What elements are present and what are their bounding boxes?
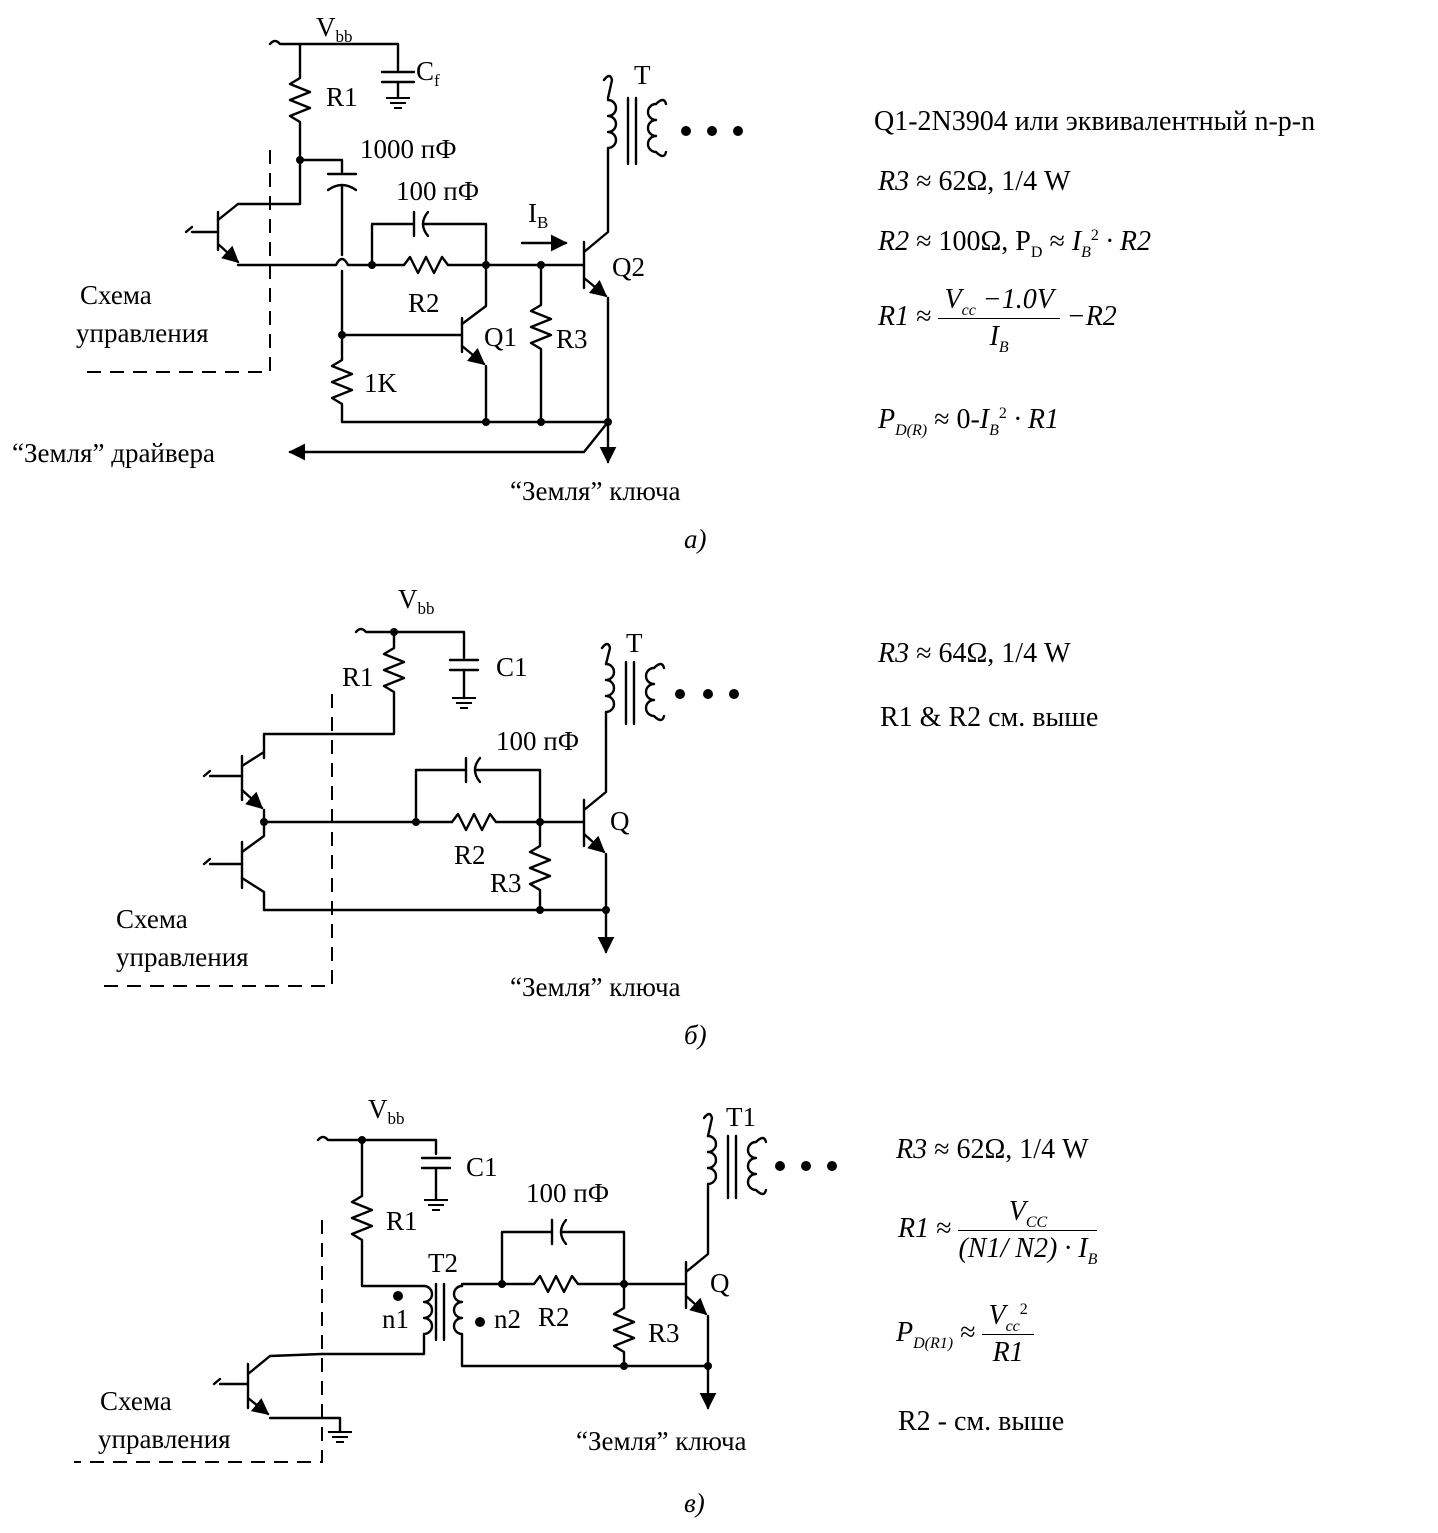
q1-label: Q1 <box>484 322 517 352</box>
r2-label-c: R2 <box>538 1302 570 1332</box>
r1-label-c: R1 <box>386 1206 418 1236</box>
switch-ground-label-c: “Земля” ключа <box>576 1426 747 1456</box>
formula-note-b: R1 & R2 см. выше <box>880 702 1099 733</box>
r2-resistor-c <box>500 1274 688 1294</box>
control-box-c <box>74 1220 323 1463</box>
r3-resistor-b <box>528 820 552 912</box>
vbb-label-b: Vbb <box>398 584 435 618</box>
driver-ground-label: “Земля” драйвера <box>12 438 215 468</box>
control-label-b-1: Схема <box>116 904 188 934</box>
caption-c: в) <box>684 1488 705 1518</box>
q2-label: Q2 <box>612 252 645 282</box>
t1-label: T1 <box>726 1102 756 1132</box>
c100-capacitor-c <box>500 1218 626 1286</box>
formula-r3-c: R3 ≈ 62Ω, 1/4 W <box>896 1134 1089 1165</box>
q-transistor-c <box>684 1194 710 1368</box>
driver-ground-arrow <box>288 420 610 461</box>
formula-pd-a: PD(R) ≈ 0-IB2 · R1 <box>878 404 1060 439</box>
t-label-b: T <box>626 628 643 658</box>
caption-a: а) <box>684 524 707 554</box>
r1-resistor-a <box>288 42 312 162</box>
r1-resistor-b <box>262 630 406 760</box>
circuit-c: Vbb C1 R1 T1 100 пФ T2 n1 n2 R2 Q R3 Схе… <box>74 1094 837 1518</box>
q-label-b: Q <box>610 806 630 836</box>
q1-transistor <box>340 263 488 424</box>
formula-note-c: R2 - см. выше <box>898 1406 1065 1437</box>
transformer-t1 <box>702 1112 837 1200</box>
r2-label-b: R2 <box>454 840 486 870</box>
r3-resistor-a <box>529 263 553 424</box>
control-label-a-2: управления <box>76 318 209 348</box>
c1000-capacitor <box>326 172 358 257</box>
r3-label-b: R3 <box>490 868 522 898</box>
r2-resistor-a <box>370 255 488 275</box>
n1-label: n1 <box>382 1304 409 1334</box>
r3-resistor-c <box>612 1282 636 1368</box>
driver-transistor-b-bottom <box>202 820 266 912</box>
transformer-t-b <box>600 642 739 726</box>
t-label-a: T <box>634 60 651 90</box>
c1-label-c: C1 <box>466 1152 498 1182</box>
control-label-a-1: Схема <box>80 280 152 310</box>
control-box-a <box>82 150 271 373</box>
q2-transistor <box>582 158 610 422</box>
r3-label-a: R3 <box>556 324 588 354</box>
q1-note: Q1-2N3904 или эквивалентный n-p-n <box>874 106 1316 137</box>
ib-label: IB <box>528 198 548 232</box>
r2-label-a: R2 <box>408 288 440 318</box>
vbb-rail-a <box>268 39 400 72</box>
vbb-label-a: Vbb <box>316 12 353 46</box>
circuit-a: Vbb Cf R1 1000 пФ 100 пФ IB T Q2 R2 Q1 R… <box>12 12 743 554</box>
formula-r3-a: R3 ≈ 62Ω, 1/4 W <box>878 166 1071 197</box>
c1-capacitor-b <box>448 658 480 709</box>
r1-label-b: R1 <box>342 662 374 692</box>
n2-label: n2 <box>494 1304 521 1334</box>
driver-transistor-c <box>212 1352 352 1443</box>
formula-r1-c: R1 ≈ VCC(N1/ N2) · IB <box>898 1196 1098 1268</box>
r3-label-c: R3 <box>648 1318 680 1348</box>
driver-transistor-b-top <box>202 750 266 824</box>
q-label-c: Q <box>710 1268 730 1298</box>
c100-label-c: 100 пФ <box>526 1178 609 1208</box>
transformer-t2 <box>320 1282 502 1368</box>
control-label-c-2: управления <box>98 1424 231 1454</box>
cf-label: Cf <box>416 56 440 90</box>
c100-label-a: 100 пФ <box>396 176 479 206</box>
driver-transistor-a <box>184 158 338 267</box>
r1-label-a: R1 <box>326 82 358 112</box>
c100-capacitor-a <box>370 210 488 267</box>
cf-capacitor <box>380 70 416 109</box>
switch-ground-label-a: “Земля” ключа <box>510 476 681 506</box>
r2-resistor-b <box>450 812 586 832</box>
formula-r3-b: R3 ≈ 64Ω, 1/4 W <box>878 638 1071 669</box>
c1-label-b: C1 <box>496 652 528 682</box>
control-label-b-2: управления <box>116 942 249 972</box>
c1-capacitor-c <box>420 1156 452 1211</box>
caption-b: б) <box>684 1020 707 1050</box>
transformer-t-a <box>602 74 743 166</box>
c1000-label: 1000 пФ <box>360 134 457 164</box>
r1-resistor-c <box>350 1138 426 1288</box>
q-transistor-b <box>582 718 608 912</box>
r1k-resistor <box>330 333 354 424</box>
switch-ground-label-b: “Земля” ключа <box>510 972 681 1002</box>
circuit-b: Vbb C1 R1 T 100 пФ Q R2 R3 Схема управле… <box>96 584 739 1050</box>
c100-capacitor-b <box>414 756 542 824</box>
formula-r2-a: R2 ≈ 100Ω, PD ≈ IB2 · R2 <box>878 226 1152 261</box>
r1k-label: 1K <box>364 368 398 398</box>
vbb-rail-b <box>354 627 466 660</box>
c100-label-b: 100 пФ <box>496 726 579 756</box>
vbb-rail-c <box>316 1135 438 1156</box>
control-box-b <box>96 694 333 987</box>
control-label-c-1: Схема <box>100 1386 172 1416</box>
vbb-label-c: Vbb <box>368 1094 405 1128</box>
t2-label: T2 <box>428 1248 458 1278</box>
